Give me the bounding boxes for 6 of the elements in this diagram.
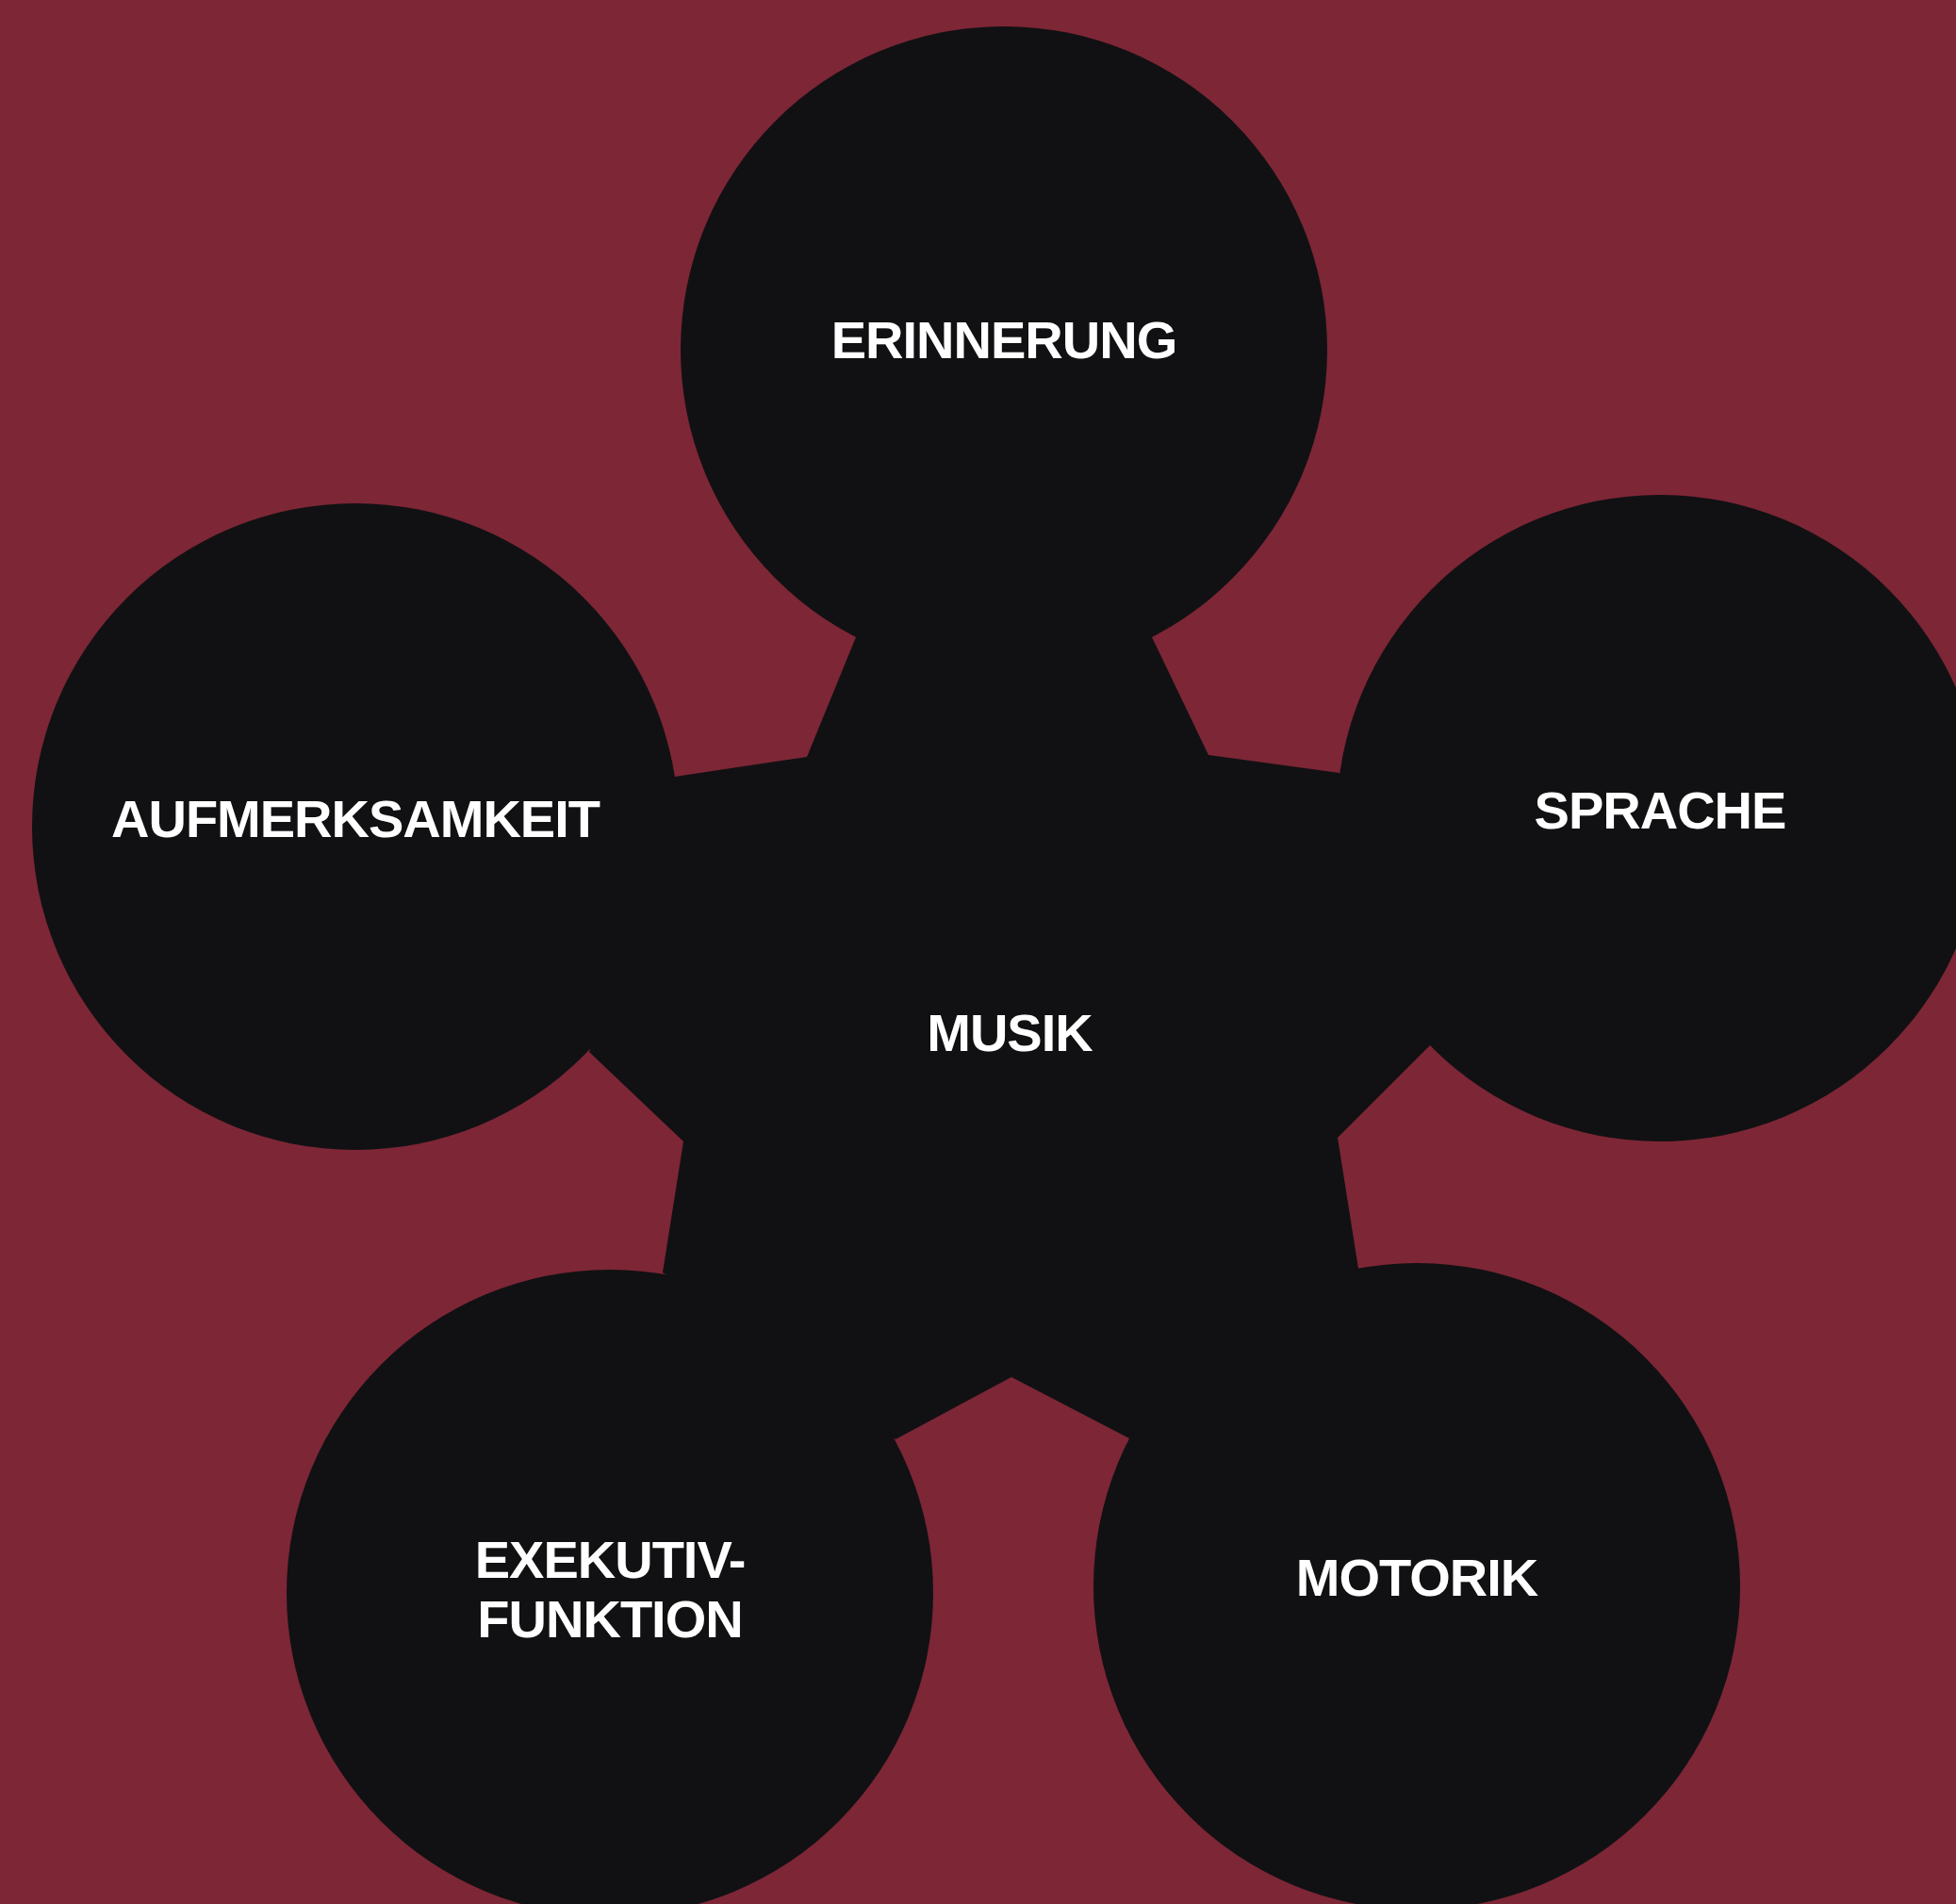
node-label: EXEKUTIV- FUNKTION <box>473 1531 747 1650</box>
node-label: AUFMERKSAMKEIT <box>111 789 600 849</box>
node-label: ERINNERUNG <box>830 310 1177 370</box>
node-label: SPRACHE <box>1534 780 1786 841</box>
node-label: MOTORIK <box>1295 1548 1538 1608</box>
node-label: MUSIK <box>927 1003 1093 1063</box>
